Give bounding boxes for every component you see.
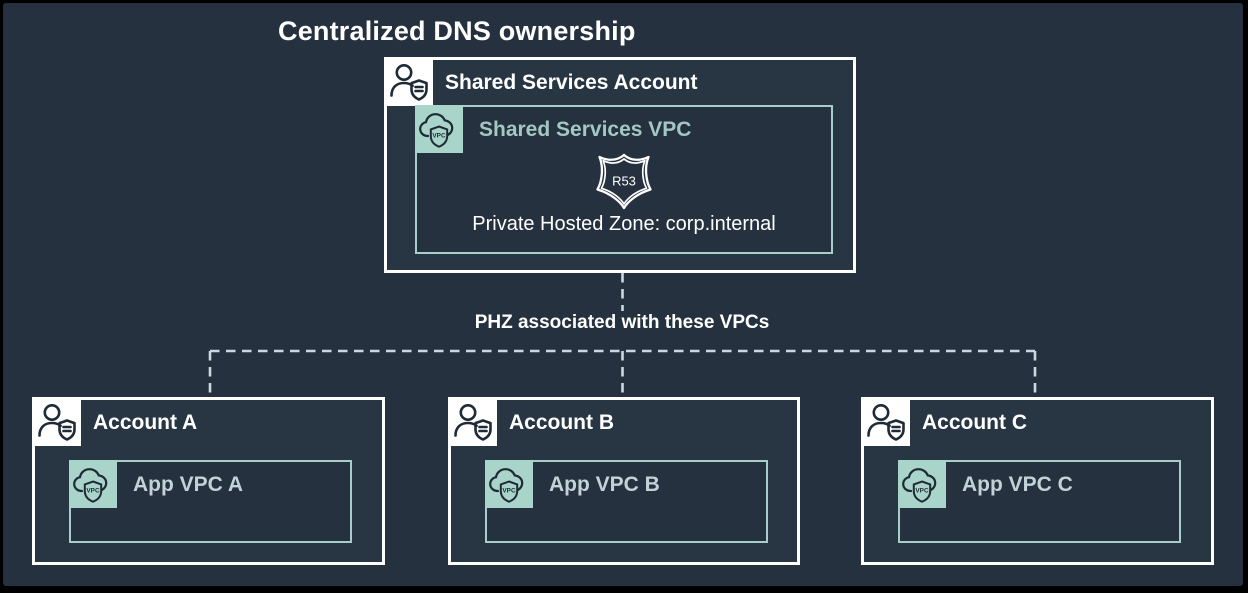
app-vpc-c-label: App VPC C — [962, 473, 1073, 496]
r53-route-shield-icon: R53 — [595, 151, 653, 211]
account-c-label: Account C — [922, 411, 1027, 434]
account-b-label: Account B — [509, 411, 614, 434]
private-hosted-zone-label: Private Hosted Zone: corp.internal — [472, 213, 776, 235]
cloud-vpc-icon: VPC — [415, 105, 463, 153]
user-shield-account-icon — [448, 397, 497, 446]
diagram-title: Centralized DNS ownership — [278, 16, 636, 46]
user-shield-account-icon — [32, 397, 81, 446]
svg-text:VPC: VPC — [915, 487, 929, 494]
app-vpc-a-label: App VPC A — [133, 473, 244, 496]
svg-text:VPC: VPC — [432, 132, 446, 139]
account-a-label: Account A — [93, 411, 198, 434]
svg-text:VPC: VPC — [86, 487, 100, 494]
shared-services-account-box: Shared Services Account VPC Shared Servi… — [384, 57, 856, 273]
app-vpc-c-box: VPC App VPC C — [898, 460, 1181, 543]
r53-badge-text: R53 — [612, 174, 636, 189]
shared-services-vpc-box: VPC Shared Services VPC R53 Private Host… — [415, 105, 833, 254]
shared-services-account-label: Shared Services Account — [445, 71, 698, 94]
cloud-vpc-icon: VPC — [898, 460, 946, 508]
phz-association-note: PHZ associated with these VPCs — [474, 312, 770, 333]
cloud-vpc-icon: VPC — [69, 460, 117, 508]
svg-text:VPC: VPC — [502, 487, 516, 494]
user-shield-account-icon — [861, 397, 910, 446]
app-vpc-b-box: VPC App VPC B — [485, 460, 768, 543]
account-b-box: Account B VPC App VPC B — [448, 397, 800, 565]
app-vpc-b-label: App VPC B — [549, 473, 660, 496]
account-c-box: Account C VPC App VPC C — [861, 397, 1214, 565]
cloud-vpc-icon: VPC — [485, 460, 533, 508]
account-a-box: Account A VPC App VPC A — [32, 397, 385, 565]
shared-services-vpc-label: Shared Services VPC — [479, 118, 692, 141]
user-shield-account-icon — [384, 57, 433, 106]
app-vpc-a-box: VPC App VPC A — [69, 460, 352, 543]
